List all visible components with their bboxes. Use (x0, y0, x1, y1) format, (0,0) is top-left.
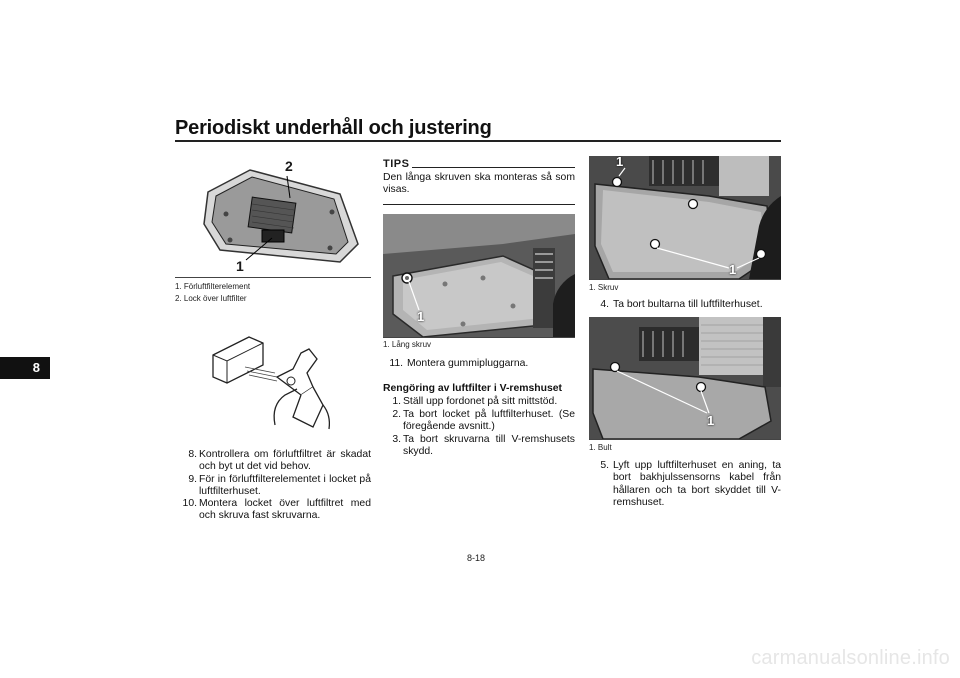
step-5-text: Lyft upp luftfilterhuset en aning, ta bo… (613, 460, 781, 509)
figure-right-bottom-caption: 1. Bult (589, 443, 612, 452)
caption-rule-right-bottom (589, 439, 781, 440)
long-screw-photo (383, 214, 575, 337)
step-4-text: Ta bort bultarna till luftfilterhuset. (613, 299, 763, 310)
caption-rule-mid (383, 337, 575, 338)
section-step-2-text: Ta bort locket på luftfilterhuset. (Se f… (403, 409, 575, 433)
section-step-2: 2. Ta bort locket på luftfilterhuset. (S… (383, 409, 575, 437)
step-9-number: 9. (188, 474, 197, 485)
section-step-1-number: 1. (392, 396, 401, 407)
caption-rule-right-top (589, 279, 781, 280)
step-4: 4. Ta bort bultarna till luftfilterhuset… (589, 299, 781, 313)
step-11-text: Montera gummipluggarna. (407, 358, 529, 369)
section-step-3: 3. Ta bort skruvarna till V-remshusets s… (383, 434, 575, 462)
photo-screws: 1 1 (589, 156, 781, 279)
step-5-number: 5. (600, 460, 609, 471)
section-step-3-number: 3. (392, 434, 401, 445)
step-8: 8. Kontrollera om förluftfiltret är skad… (175, 449, 371, 489)
step-9-text: För in förluftfilterelementet i locket p… (199, 474, 371, 498)
bolts-photo (589, 317, 781, 439)
callout-bolt: 1 (707, 413, 715, 428)
tips-heading: TIPS (383, 158, 410, 170)
callout-screw-bottom: 1 (729, 262, 737, 277)
compressed-air-illustration (212, 336, 331, 430)
figure1-caption-1: 1. Förluftfilterelement (175, 282, 251, 291)
air-filter-cover-illustration (203, 169, 359, 263)
step-10-number: 10. (182, 498, 197, 509)
title-rule (175, 140, 781, 142)
figure-right-top-caption: 1. Skruv (589, 283, 619, 292)
figure1-caption-2: 2. Lock över luftfilter (175, 294, 247, 303)
callout-screw-top: 1 (616, 156, 624, 169)
step-8-number: 8. (188, 449, 197, 460)
page-title: Periodiskt underhåll och justering (175, 117, 492, 139)
section-heading: Rengöring av luftfilter i V-remshuset (383, 383, 562, 394)
tips-rule-top (412, 167, 575, 168)
chapter-tab: 8 (0, 357, 50, 379)
figure-compressed-air (205, 325, 355, 430)
section-step-2-number: 2. (392, 409, 401, 420)
photo-long-screw: 1 (383, 214, 575, 337)
figure-air-filter-cover: 2 1 (190, 152, 372, 282)
figure-mid-caption: 1. Lång skruv (383, 340, 432, 349)
step-4-number: 4. (600, 299, 609, 310)
tips-text: Den långa skruven ska monteras så som vi… (383, 172, 575, 196)
step-9: 9. För in förluftfilterelementet i locke… (175, 474, 371, 504)
page-number: 8-18 (467, 553, 486, 563)
chapter-tab-label: 8 (32, 360, 40, 375)
callout-long-screw: 1 (417, 309, 425, 324)
step-10-text: Montera locket över luftfiltret med och … (199, 498, 371, 522)
callout-2: 2 (285, 158, 293, 174)
section-step-1-text: Ställ upp fordonet på sitt mittstöd. (403, 396, 558, 407)
step-11: 11. Montera gummipluggarna. (383, 358, 575, 372)
watermark: carmanualsonline.info (751, 647, 950, 669)
section-step-1: 1. Ställ upp fordonet på sitt mittstöd. (383, 396, 575, 410)
section-step-3-text: Ta bort skruvarna till V-remshusets skyd… (403, 434, 575, 458)
step-8-text: Kontrollera om förluftfiltret är skadat … (199, 449, 371, 473)
step-5: 5. Lyft upp luftfilterhuset en aning, ta… (589, 460, 781, 512)
tips-rule-bottom (383, 204, 575, 205)
step-10: 10. Montera locket över luftfiltret med … (175, 498, 371, 528)
screws-photo (589, 156, 781, 279)
step-11-number: 11. (389, 358, 403, 369)
photo-bolts: 1 (589, 317, 781, 439)
caption-rule (175, 277, 371, 278)
callout-1: 1 (236, 258, 244, 274)
